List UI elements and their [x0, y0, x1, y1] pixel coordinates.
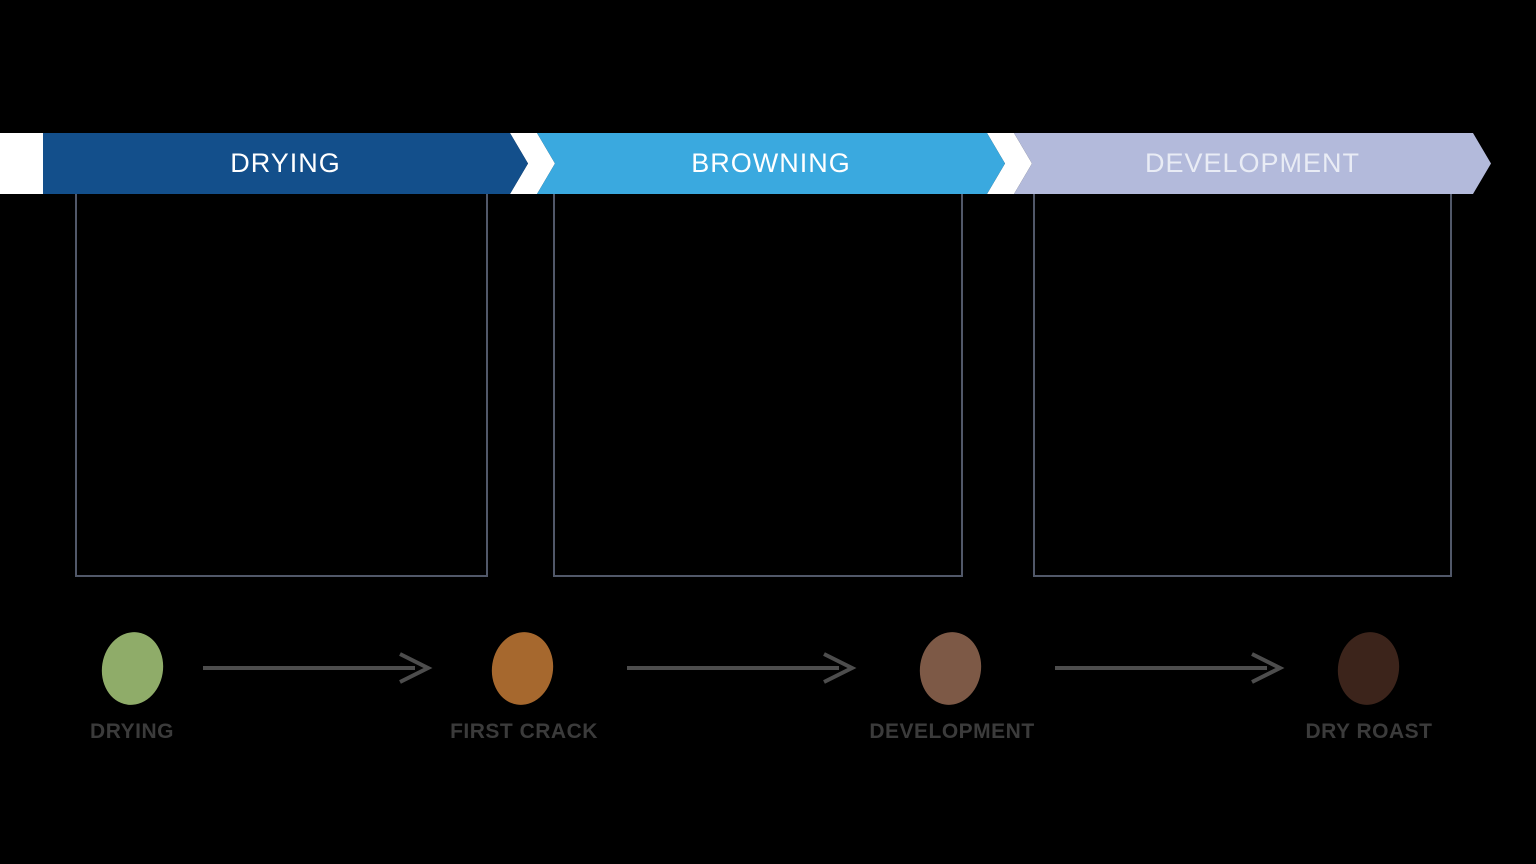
arrow-right-icon — [1055, 650, 1285, 686]
bean-first-crack-icon — [486, 627, 559, 710]
phase-label-drying: DRYING — [230, 148, 341, 178]
phase-banner-drying: DRYING — [43, 133, 528, 194]
arrow-right-icon — [627, 650, 857, 686]
panel-development — [1033, 193, 1452, 577]
phase-banner-browning: BROWNING — [537, 133, 1005, 194]
bean-drying-icon — [96, 627, 169, 710]
panel-browning — [553, 193, 963, 577]
banner-tail-shape — [0, 133, 43, 194]
bean-dry-roast-icon — [1332, 627, 1405, 710]
stage-label-first-crack: FIRST CRACK — [450, 720, 598, 743]
stage-label-dry-roast: DRY ROAST — [1305, 720, 1433, 743]
arrow-right-icon — [203, 650, 433, 686]
bean-development-icon — [914, 627, 987, 710]
phase-label-browning: BROWNING — [691, 148, 851, 178]
phase-label-development: DEVELOPMENT — [1144, 148, 1361, 178]
stage-label-development: DEVELOPMENT — [869, 720, 1035, 743]
bean-roast-timeline: DRYING FIRST CRACK DEVELOPMENT DRY ROAST — [0, 600, 1536, 780]
phase-banner-strip: DRYING BROWNING DEVELOPMENT — [0, 133, 1536, 194]
stage-label-drying: DRYING — [90, 720, 174, 743]
panel-drying — [75, 193, 488, 577]
phase-banner-development: DEVELOPMENT — [1014, 133, 1491, 194]
